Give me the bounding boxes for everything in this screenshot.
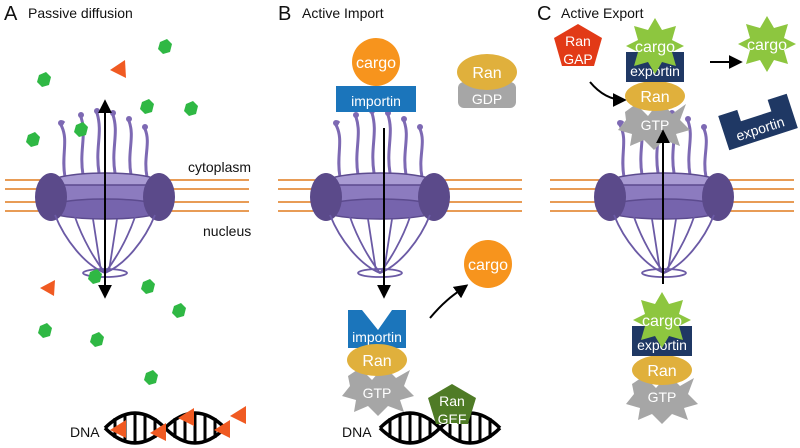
ran-gap-gap-label: GAP xyxy=(563,51,593,67)
panel-b-letter: B xyxy=(278,3,291,25)
panel-c: C Active Export Ran GAP GTP Ran exportin… xyxy=(537,3,798,424)
panel-b: B Active Import cargo importin Ran GDP c… xyxy=(277,3,523,445)
ran-gap-shape xyxy=(554,24,602,66)
ran-gtp-label-b: Ran xyxy=(362,353,391,370)
nucleus-label: nucleus xyxy=(203,223,251,239)
importin-top-label: importin xyxy=(351,93,401,109)
ran-gef-shape xyxy=(428,384,476,424)
panel-a: A Passive diffusion cytoplasm nucleus DN… xyxy=(4,3,251,445)
gdp-label: GDP xyxy=(472,91,502,107)
ran-shape-c-bottom xyxy=(632,355,692,385)
importin-bottom-label: importin xyxy=(352,329,402,345)
gtp-shape-c-top xyxy=(618,100,690,150)
panel-c-letter: C xyxy=(537,3,551,25)
panel-a-letter: A xyxy=(4,3,18,25)
importin-top xyxy=(336,86,416,112)
cargo-top-label: cargo xyxy=(356,55,396,72)
nuclear-pore-b xyxy=(308,106,452,279)
release-arrow xyxy=(429,284,469,319)
cargo-star-top xyxy=(626,18,684,74)
cargo-star-bottom xyxy=(633,292,691,348)
ran-gap-ran-label: Ran xyxy=(565,33,591,49)
gap-arrow xyxy=(589,81,627,107)
dna-bound-particles-a xyxy=(110,406,246,441)
ran-gef-gef-label: GEF xyxy=(438,411,467,427)
ran-gdp-label: Ran xyxy=(472,65,501,82)
gtp-label-b: GTP xyxy=(363,385,392,401)
importin-bottom xyxy=(348,310,406,348)
panel-b-title: Active Import xyxy=(302,5,384,21)
dna-label-b: DNA xyxy=(342,424,372,440)
cytoplasm-label: cytoplasm xyxy=(188,159,251,175)
cargo-released-label: cargo xyxy=(468,257,508,274)
cargo-star-released-label: cargo xyxy=(747,37,787,54)
cargo-top xyxy=(352,38,400,86)
cargo-star-released xyxy=(738,16,796,72)
ran-gef-ran-label: Ran xyxy=(439,393,465,409)
green-particles-a xyxy=(26,39,198,385)
cargo-star-bottom-label: cargo xyxy=(642,313,682,330)
exportin-free: exportin xyxy=(718,93,798,151)
ran-gtp-shape-b xyxy=(347,344,407,376)
gtp-shape-b xyxy=(342,366,414,416)
cargo-star-top-label: cargo xyxy=(635,39,675,56)
ran-shape-c-top xyxy=(625,81,685,111)
gtp-label-c-bottom: GTP xyxy=(648,389,677,405)
gtp-label-c-top: GTP xyxy=(641,117,670,133)
gtp-shape-c-bottom xyxy=(626,374,698,424)
red-particles-a xyxy=(40,60,126,296)
ran-label-c-bottom: Ran xyxy=(647,363,676,380)
panel-c-title: Active Export xyxy=(561,5,644,21)
ran-gdp-shape xyxy=(457,54,517,90)
ran-label-c-top: Ran xyxy=(640,89,669,106)
cargo-released xyxy=(464,240,512,288)
gdp-shape xyxy=(458,82,516,108)
dna-label-a: DNA xyxy=(70,424,100,440)
panel-a-title: Passive diffusion xyxy=(28,5,133,21)
